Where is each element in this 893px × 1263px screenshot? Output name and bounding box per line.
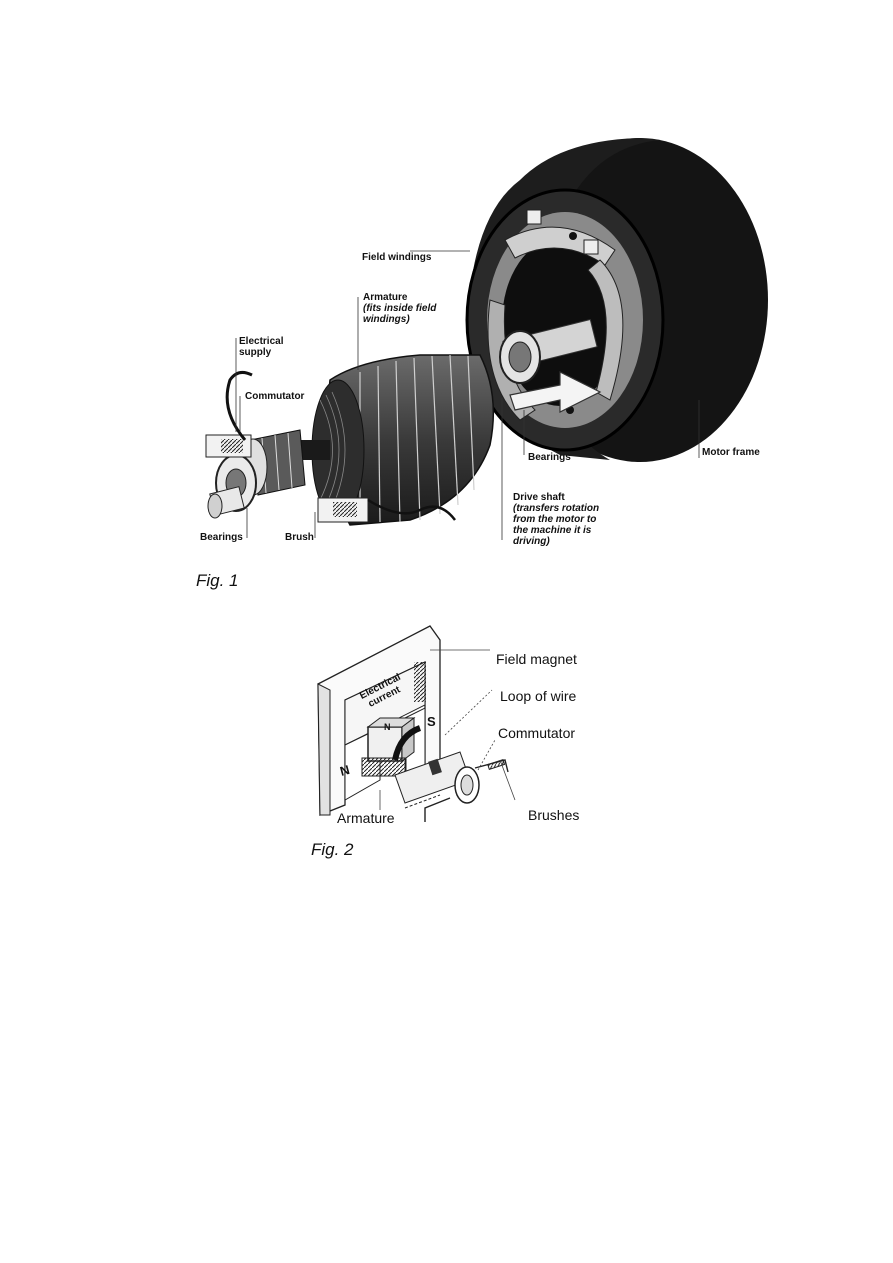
block-label-n: N xyxy=(384,722,391,732)
figure-caption-1: Fig. 1 xyxy=(196,571,239,590)
label-commutator-fig2: Commutator xyxy=(498,725,576,741)
label-electrical-supply-1: Electrical xyxy=(239,336,284,347)
label-drive-shaft-note-1: (transfers rotation xyxy=(513,503,600,514)
label-drive-shaft-group: Drive shaft (transfers rotation from the… xyxy=(513,492,599,547)
label-brushes: Brushes xyxy=(528,807,580,823)
label-commutator-fig1: Commutator xyxy=(245,391,305,402)
label-drive-shaft: Drive shaft xyxy=(513,492,565,503)
fig1-leader-lines xyxy=(235,250,700,540)
label-brush: Brush xyxy=(285,532,314,543)
label-armature-group: Armature (fits inside field windings) xyxy=(363,292,436,325)
label-drive-shaft-note-2: from the motor to xyxy=(513,514,597,525)
label-armature: Armature xyxy=(363,292,408,303)
brush-drawing xyxy=(205,434,369,523)
label-field-windings: Field windings xyxy=(362,252,432,263)
drive-shaft-drawing xyxy=(499,318,602,413)
label-field-magnet: Field magnet xyxy=(496,651,577,667)
label-electrical-supply-2: supply xyxy=(239,347,272,358)
label-armature-note-2: windings) xyxy=(363,314,410,325)
armature-drawing xyxy=(205,354,495,526)
label-motor-frame: Motor frame xyxy=(702,447,760,458)
label-drive-shaft-note-4: driving) xyxy=(513,536,550,547)
label-drive-shaft-note-3: the machine it is xyxy=(513,525,592,536)
label-loop-of-wire: Loop of wire xyxy=(500,688,577,704)
pole-label-s: S xyxy=(427,714,436,729)
armature-coil-drawing xyxy=(361,717,471,804)
label-electrical-supply-group: Electrical supply xyxy=(239,336,283,358)
label-armature-fig2: Armature xyxy=(337,810,395,826)
commutator-drawing xyxy=(454,766,480,804)
label-armature-note-1: (fits inside field xyxy=(363,303,437,314)
label-bearings-left: Bearings xyxy=(200,532,243,543)
label-bearings-right: Bearings xyxy=(528,452,571,463)
figure-caption-2: Fig. 2 xyxy=(311,840,354,859)
brushes-drawing xyxy=(404,758,509,822)
fig2-leader-lines xyxy=(379,649,516,810)
motor-frame-drawing xyxy=(465,138,768,462)
